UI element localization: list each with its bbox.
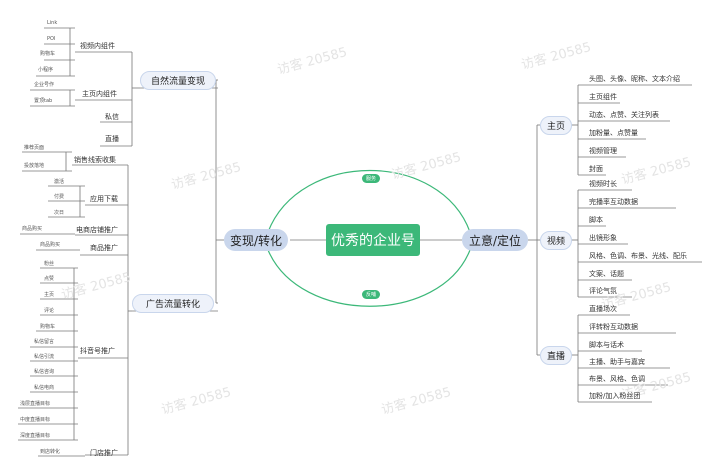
app-download-item: 激活 — [54, 179, 65, 185]
douyin-promo-item: 私信留言 — [34, 339, 55, 345]
homepage-item: 置顶tab — [34, 98, 53, 104]
sales-leads-label: 销售线索收集 — [74, 156, 116, 164]
live-item: 布景、风格、色调 — [589, 375, 645, 383]
douyin-promo-item: 私信引流 — [34, 354, 55, 360]
center-node[interactable]: 优秀的企业号 — [326, 224, 420, 256]
douyin-promo-item: 点赞 — [44, 276, 55, 282]
live-item: 直播场次 — [589, 305, 617, 313]
douyin-promo-item: 粉丝 — [44, 261, 55, 267]
video-item: 完播率互动数据 — [589, 198, 638, 206]
homepage-item: 头图、头像、昵称、文本介绍 — [589, 75, 680, 83]
video-item: 文案、话题 — [589, 270, 624, 278]
arc-top-label: 服务 — [362, 174, 381, 183]
live-item: 加粉/加入粉丝团 — [589, 392, 641, 400]
live-label: 直播 — [105, 135, 119, 143]
live-node[interactable]: 直播 — [540, 346, 572, 365]
store-promo-label: 门店推广 — [90, 449, 118, 457]
ecommerce-store-item: 商品购买 — [22, 226, 43, 232]
ecommerce-store-label: 电商店铺推广 — [76, 226, 118, 234]
video-item: Link — [47, 20, 58, 26]
live-item: 主播、助手与嘉宾 — [589, 358, 645, 366]
live-item: 评转粉互动数据 — [589, 323, 638, 331]
ads-traffic-node[interactable]: 广告流量转化 — [132, 294, 214, 313]
store-promo-item: 到店转化 — [40, 449, 61, 455]
video-item: 小程序 — [38, 67, 54, 73]
video-item: 购物车 — [40, 51, 56, 57]
live-item: 脚本与话术 — [589, 341, 624, 349]
douyin-promo-item: 深度直播目标 — [20, 433, 51, 439]
video-item: POI — [47, 36, 56, 42]
douyin-promo-item: 中度直播目标 — [20, 417, 51, 423]
homepage-components-label: 主页内组件 — [82, 90, 117, 98]
douyin-promo-item: 购物车 — [40, 324, 56, 330]
private-message-label: 私信 — [105, 113, 119, 121]
homepage-item: 企业号作 — [34, 82, 55, 88]
right-main-node[interactable]: 立意/定位 — [462, 229, 528, 251]
video-item: 脚本 — [589, 216, 603, 224]
douyin-promo-item: 私信电商 — [34, 385, 55, 391]
homepage-item: 动态、点赞、关注列表 — [589, 111, 659, 119]
douyin-promo-item: 评论 — [44, 308, 55, 314]
video-item: 视频时长 — [589, 180, 617, 188]
homepage-item: 主页组件 — [589, 93, 617, 101]
sales-leads-item: 投放落地 — [24, 163, 45, 169]
left-main-node[interactable]: 变现/转化 — [224, 229, 288, 251]
video-item: 评论气氛 — [589, 287, 617, 295]
homepage-item: 视频管理 — [589, 147, 617, 155]
app-download-label: 应用下载 — [90, 195, 118, 203]
douyin-promo-label: 抖音号推广 — [80, 347, 115, 355]
homepage-node[interactable]: 主页 — [540, 116, 572, 135]
homepage-item: 加粉量、点赞量 — [589, 129, 638, 137]
video-components-label: 视频内组件 — [80, 42, 115, 50]
arc-bottom-label: 反哺 — [362, 290, 381, 299]
douyin-promo-item: 浅层直播目标 — [20, 401, 51, 407]
video-item: 出镜形象 — [589, 234, 617, 242]
sales-leads-item: 推荐页面 — [24, 145, 45, 151]
video-item: 风格、色调、布景、光线、配乐 — [589, 252, 687, 260]
douyin-promo-item: 私信咨询 — [34, 369, 55, 375]
video-node[interactable]: 视频 — [540, 231, 572, 250]
app-download-item: 付费 — [54, 194, 65, 200]
product-promo-item: 商品购买 — [40, 242, 61, 248]
natural-traffic-node[interactable]: 自然流量变现 — [140, 71, 216, 90]
douyin-promo-item: 主页 — [44, 292, 55, 298]
homepage-item: 封面 — [589, 165, 603, 173]
product-promo-label: 商品推广 — [90, 244, 118, 252]
app-download-item: 次日 — [54, 210, 65, 216]
